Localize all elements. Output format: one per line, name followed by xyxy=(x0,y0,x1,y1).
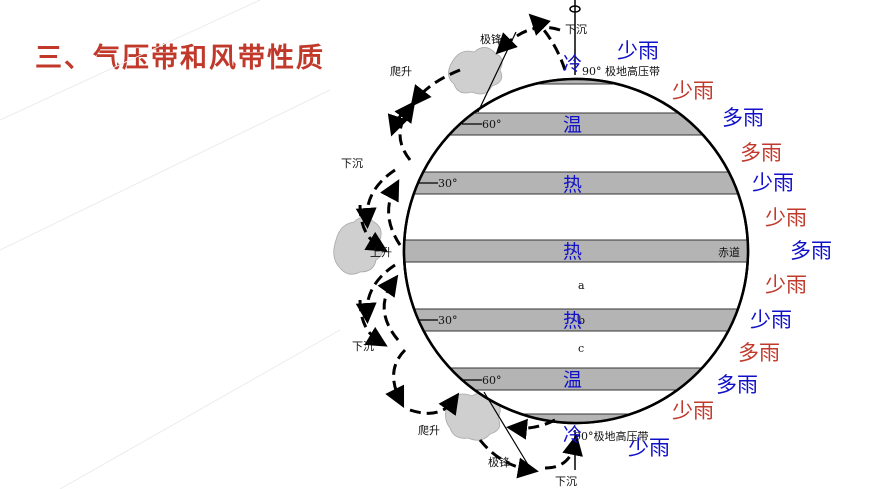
equator-label: 赤道 xyxy=(718,245,740,259)
zone-label: 热 xyxy=(563,174,582,196)
lat-60n-label: 60° xyxy=(482,118,502,131)
zone-label: 冷 xyxy=(563,424,582,446)
zone-label: 冷 xyxy=(563,53,582,75)
precipitation-label: 少雨 xyxy=(672,399,714,423)
slide-title: 三、气压带和风带性质 xyxy=(35,43,325,74)
precipitation-label: 多雨 xyxy=(790,239,832,263)
precipitation-label: 多雨 xyxy=(738,341,780,365)
lat-30s-label: 30° xyxy=(438,314,458,327)
pressure-belts xyxy=(404,79,748,423)
zone-label: 热 xyxy=(563,241,582,263)
precipitation-label: 少雨 xyxy=(765,273,807,297)
letter-a: a xyxy=(578,279,585,292)
sink-label-left-top: 下沉 xyxy=(341,157,363,170)
polar-high-label-bottom: 90°极地高压带 xyxy=(574,429,649,443)
precipitation-label: 少雨 xyxy=(617,39,659,63)
letter-b: b xyxy=(578,314,585,327)
precipitation-label: 多雨 xyxy=(716,373,758,397)
letter-c: c xyxy=(578,342,584,355)
background-decoration xyxy=(0,0,341,489)
precipitation-label: 多雨 xyxy=(740,141,782,165)
globe xyxy=(402,77,750,425)
sink-label-left-bottom: 下沉 xyxy=(352,340,374,353)
precipitation-label: 多雨 xyxy=(722,106,764,130)
precipitation-label: 少雨 xyxy=(750,308,792,332)
precipitation-label: 少雨 xyxy=(628,436,670,460)
circulation-arrows xyxy=(355,13,583,479)
zone-label: 热 xyxy=(563,310,582,332)
climb-label-top: 爬升 xyxy=(390,65,412,78)
polar-front-label-bottom: 极锋 xyxy=(488,455,510,469)
latitude-ticks xyxy=(418,123,482,381)
precipitation-label: 少雨 xyxy=(752,171,794,195)
zone-label: 温 xyxy=(563,114,582,136)
climb-label-bottom: 爬升 xyxy=(418,424,440,437)
polar-front-label-top: 极锋 xyxy=(480,32,502,46)
sink-label-top: 下沉 xyxy=(565,23,587,36)
lat-60s-label: 60° xyxy=(482,374,502,387)
zone-label: 温 xyxy=(563,369,582,391)
precipitation-label: 少雨 xyxy=(672,79,714,103)
sink-label-bottom: 下沉 xyxy=(555,475,577,488)
precipitation-label: 少雨 xyxy=(765,206,807,230)
lat-30n-label: 30° xyxy=(438,177,458,190)
rise-label: 上升 xyxy=(370,246,392,259)
polar-high-label-top: 90° 极地高压带 xyxy=(582,64,660,78)
